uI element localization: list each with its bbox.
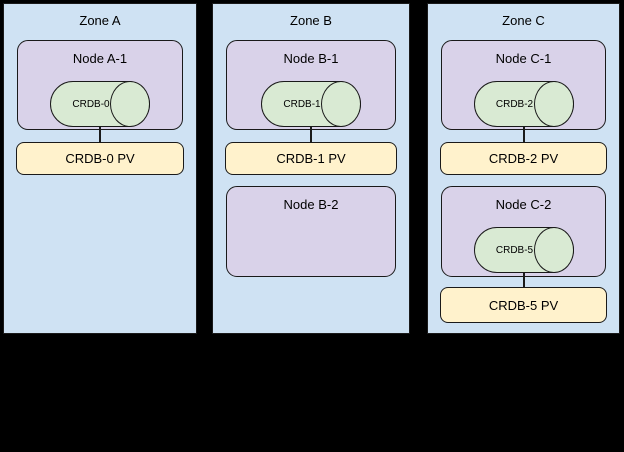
- node-c-2-title: Node C-2: [495, 197, 552, 212]
- zone-a: Zone A Node A-1 CRDB-0 CRDB-0 PV: [3, 3, 197, 334]
- database-cylinder-crdb-1: CRDB-1: [261, 81, 361, 127]
- zone-b-title: Zone B: [290, 13, 332, 28]
- node-b-1-title: Node B-1: [283, 51, 339, 66]
- cylinder-label: CRDB-2: [495, 98, 534, 110]
- node-b-1: Node B-1 CRDB-1: [226, 40, 396, 130]
- pv-crdb-0: CRDB-0 PV: [16, 142, 184, 175]
- cylinder-cap-icon: [533, 81, 574, 127]
- node-b-2-title: Node B-2: [283, 197, 339, 212]
- zone-c: Zone C Node C-1 CRDB-2 CRDB-2 PV Node C-…: [427, 3, 620, 334]
- zone-a-title: Zone A: [79, 13, 121, 28]
- database-cylinder-crdb-2: CRDB-2: [473, 81, 574, 127]
- pv-crdb-2: CRDB-2 PV: [440, 142, 607, 175]
- connector-line: [99, 126, 101, 142]
- node-c-1: Node C-1 CRDB-2: [441, 40, 606, 130]
- connector-line: [522, 126, 525, 142]
- database-cylinder-crdb-0: CRDB-0: [50, 81, 150, 127]
- cylinder-cap-icon: [321, 81, 361, 127]
- node-b-2: Node B-2: [226, 186, 396, 277]
- cylinder-label: CRDB-1: [283, 98, 321, 110]
- node-c-1-title: Node C-1: [495, 51, 552, 66]
- pv-crdb-1: CRDB-1 PV: [225, 142, 397, 175]
- cylinder-label: CRDB-0: [72, 98, 110, 110]
- cylinder-label: CRDB-5: [495, 244, 534, 256]
- pv-crdb-5: CRDB-5 PV: [440, 287, 607, 323]
- node-c-2: Node C-2 CRDB-5: [441, 186, 606, 277]
- connector-line: [522, 272, 525, 287]
- zone-b: Zone B Node B-1 CRDB-1 CRDB-1 PV Node B-…: [212, 3, 410, 334]
- zone-c-title: Zone C: [502, 13, 545, 28]
- node-a-1-title: Node A-1: [72, 51, 128, 66]
- node-a-1: Node A-1 CRDB-0: [17, 40, 183, 130]
- cylinder-cap-icon: [533, 227, 574, 273]
- cylinder-cap-icon: [110, 81, 150, 127]
- connector-line: [310, 126, 312, 142]
- database-cylinder-crdb-5: CRDB-5: [473, 227, 574, 273]
